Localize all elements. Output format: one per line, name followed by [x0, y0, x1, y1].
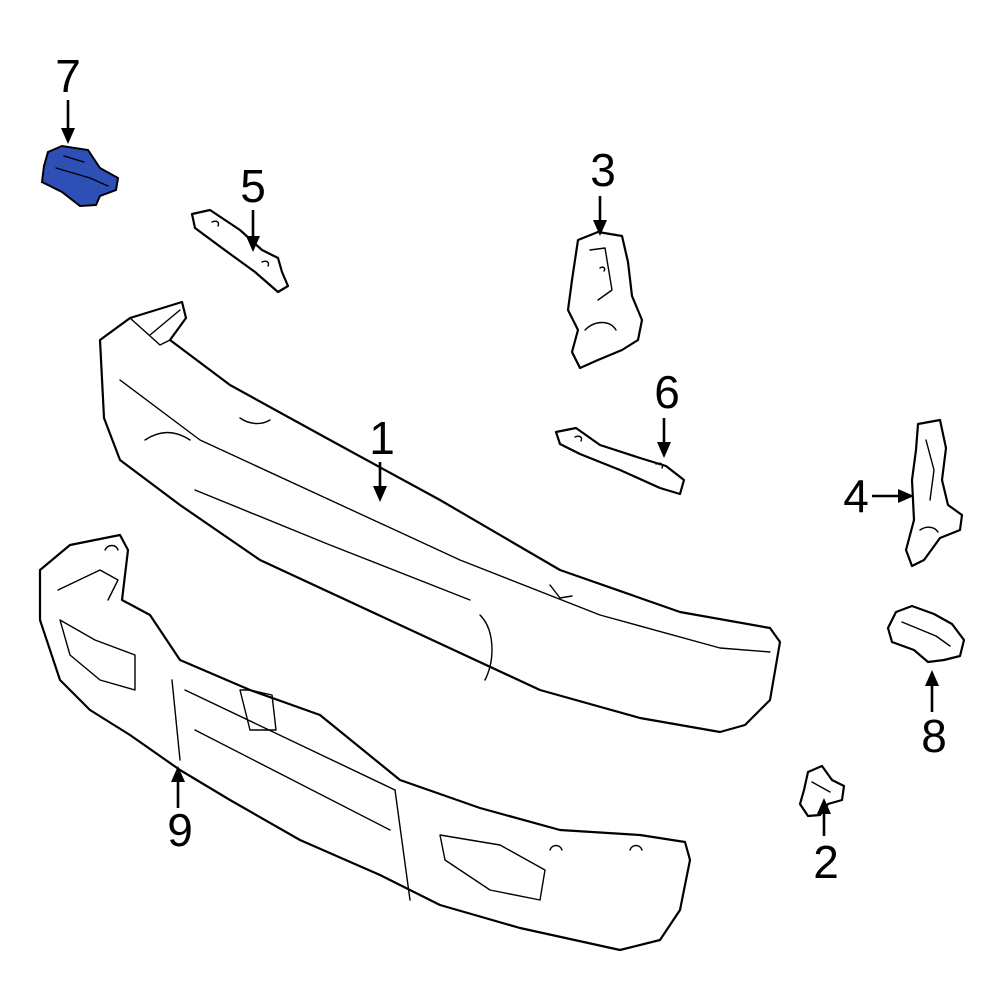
callout-6: 6: [654, 366, 680, 418]
callout-7: 7: [55, 50, 81, 102]
callout-8: 8: [921, 710, 947, 762]
callout-3: 3: [590, 144, 616, 196]
leader-9: [171, 766, 185, 808]
part-7-bracket-highlighted[interactable]: [40, 144, 120, 208]
leader-5: [246, 210, 260, 252]
part-5-mounting-bracket[interactable]: [190, 208, 290, 294]
part-4-side-support[interactable]: [904, 418, 964, 568]
leader-1: [373, 462, 387, 502]
callout-5: 5: [240, 160, 266, 212]
leader-7: [61, 100, 75, 144]
part-9-bumper-lower[interactable]: [38, 533, 692, 952]
part-1-bumper-cover[interactable]: [98, 300, 782, 734]
part-3-stay-bracket[interactable]: [566, 230, 644, 370]
callout-4: 4: [843, 470, 869, 522]
leader-3: [593, 196, 607, 236]
leader-6: [657, 418, 671, 458]
leader-2: [817, 798, 831, 836]
leader-8: [925, 670, 939, 712]
part-2-fastener[interactable]: [798, 764, 846, 818]
callout-1: 1: [369, 412, 395, 464]
callout-9: 9: [167, 804, 193, 856]
leader-4: [872, 489, 914, 503]
part-6-mounting-bracket[interactable]: [554, 426, 686, 496]
part-8-clip[interactable]: [886, 604, 966, 664]
callout-2: 2: [813, 836, 839, 888]
